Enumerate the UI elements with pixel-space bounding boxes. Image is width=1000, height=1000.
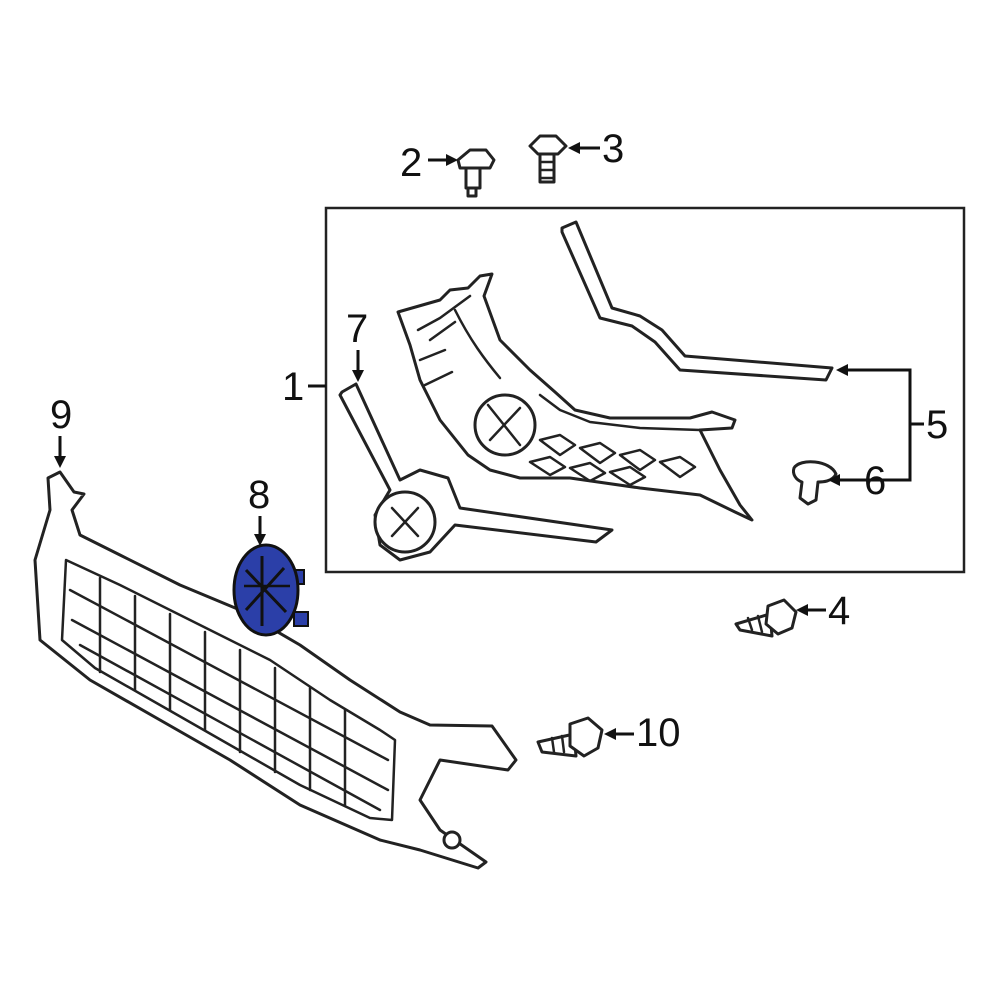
callout-10: 10 [636, 711, 681, 755]
callout-7: 7 [346, 307, 368, 351]
push-rivet[interactable] [456, 148, 496, 198]
assembly-box [324, 206, 966, 574]
callout-9: 9 [50, 393, 72, 437]
clip-part[interactable] [792, 460, 838, 506]
callout-5: 5 [926, 403, 948, 447]
bolt-bottom[interactable] [536, 716, 604, 758]
callout-1: 1 [282, 365, 304, 409]
callout-6: 6 [864, 459, 886, 503]
callout-4: 4 [828, 589, 850, 633]
bolt-top[interactable] [528, 134, 568, 184]
callout-2: 2 [400, 141, 422, 185]
emblem-molding[interactable] [338, 382, 614, 562]
leader-lines [54, 142, 924, 740]
screw-right[interactable] [734, 598, 798, 638]
lower-grille[interactable] [33, 470, 518, 870]
callout-8: 8 [248, 473, 270, 517]
emblem-part-highlighted[interactable] [232, 543, 309, 637]
upper-molding-strip[interactable] [560, 220, 834, 382]
grille-assembly[interactable] [396, 272, 754, 522]
callout-3: 3 [602, 127, 624, 171]
